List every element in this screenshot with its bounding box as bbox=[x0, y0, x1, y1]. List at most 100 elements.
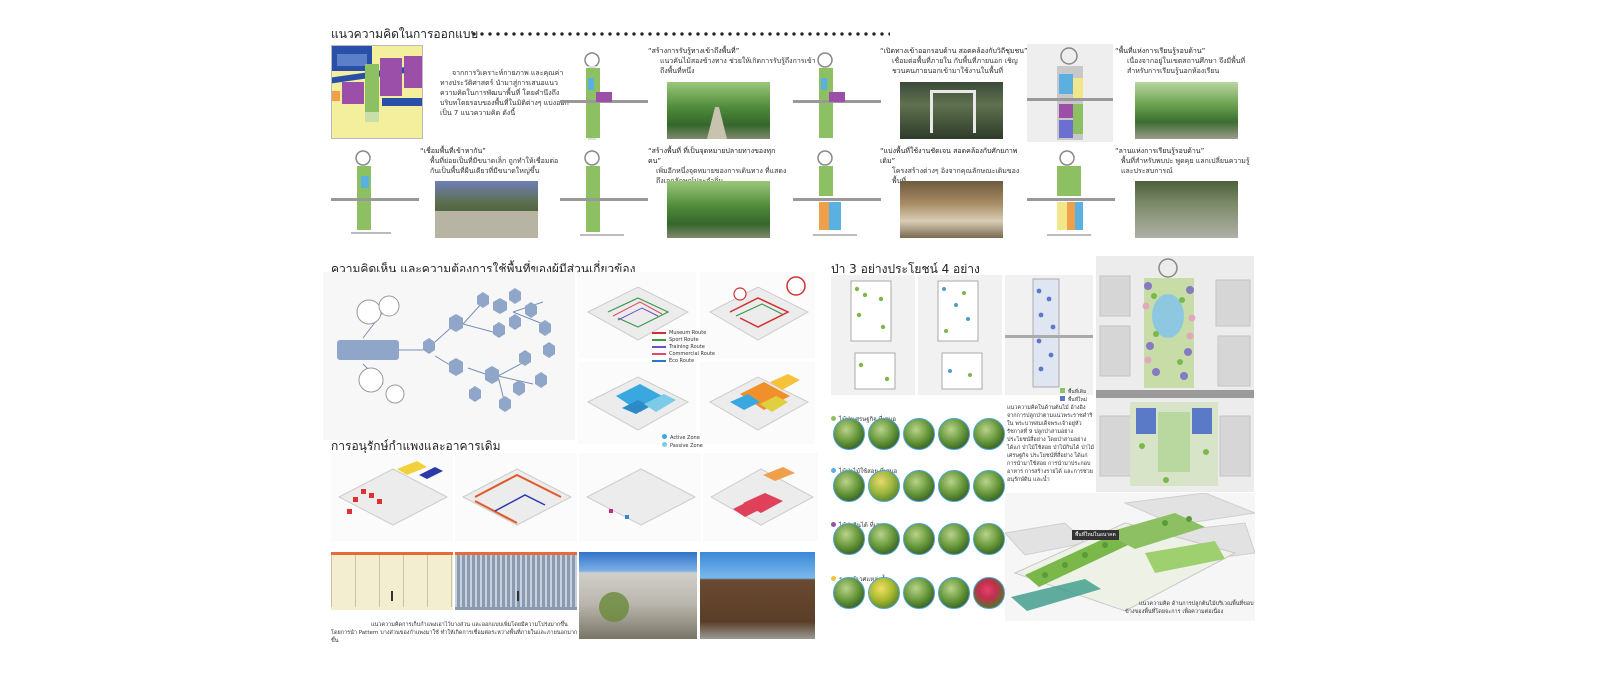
tree-water-1 bbox=[833, 577, 865, 609]
route-map-1 bbox=[578, 272, 696, 358]
intro-text: จากการวิเคราะห์กายภาพ และคุณค่าทางประวัต… bbox=[440, 69, 569, 117]
legend-new: พื้นที่ใหม่ bbox=[1068, 397, 1088, 403]
legend-sport-route: Sport Route bbox=[669, 337, 699, 343]
existing-building-photo bbox=[700, 552, 815, 639]
concept-2-caption: “เปิดทางเข้าออกรอบด้าน สอดคล้องกับวิถีชุ… bbox=[880, 46, 1030, 76]
tree-economic-3 bbox=[903, 418, 935, 450]
forest-category-4: ระบบนิเวศแหล่งน้ำ bbox=[831, 566, 888, 585]
tree-edible-4 bbox=[938, 523, 970, 555]
concept-7-plan bbox=[1027, 150, 1115, 236]
forest-category-4-label: ระบบนิเวศแหล่งน้ำ bbox=[839, 576, 889, 583]
conservation-map-2 bbox=[455, 453, 577, 541]
concept-4-plan bbox=[331, 150, 419, 234]
forest-category-1: ไม้ป่าเศรษฐกิจ ที่เสนอ bbox=[831, 406, 896, 425]
concept-5-photo bbox=[667, 181, 770, 238]
tree-edible-1 bbox=[833, 523, 865, 555]
concept-4-title: “เชื่อมพื้นที่เข้าหากัน” bbox=[420, 147, 486, 155]
concept-2-body: เชื่อมต่อพื้นที่ภายใน กับพื้นที่ภายนอก เ… bbox=[892, 57, 1018, 75]
forest-section-title: ป่า 3 อย่างประโยชน์ 4 อย่าง bbox=[831, 262, 980, 276]
concept-3-title: “พื้นที่แห่งการเรียนรู้รอบด้าน” bbox=[1115, 47, 1206, 55]
tree-edible-2 bbox=[868, 523, 900, 555]
tree-economic-4 bbox=[938, 418, 970, 450]
legend-passive-zone: Passive Zone bbox=[670, 443, 703, 449]
concept-1-caption: “สร้างการรับรู้ทางเข้าถึงพื้นที่” แนวคัน… bbox=[648, 46, 818, 76]
master-plan bbox=[1096, 256, 1254, 492]
concept-6-photo bbox=[900, 181, 1003, 238]
site-context-map bbox=[331, 45, 423, 139]
tree-edible-3 bbox=[903, 523, 935, 555]
forest-plan-1 bbox=[831, 275, 915, 395]
concept-2-photo bbox=[900, 82, 1003, 139]
title-dotted-rule bbox=[470, 31, 890, 37]
tree-economic-2 bbox=[868, 418, 900, 450]
tree-utility-1 bbox=[833, 470, 865, 502]
zone-legend: Active Zone Passive Zone bbox=[662, 434, 703, 450]
legend-museum-route: Museum Route bbox=[669, 330, 707, 336]
route-map-2 bbox=[700, 272, 815, 358]
concept-4-body: พื้นที่ย่อยเป็นที่มีขนาดเล็ก ถูกทำให้เชื… bbox=[430, 157, 559, 175]
concept-4-photo bbox=[435, 181, 538, 238]
concept-6-caption: “แบ่งพื้นที่ใช้งานชัดเจน สอดคล้องกับศักย… bbox=[880, 146, 1030, 186]
aerial-caption: แนวความคิด ด้านการปลูกต้นไม้บริเวณพื้นที… bbox=[1125, 601, 1254, 615]
concept-7-body: พื้นที่สำหรับพบปะ พูดคุย แลกเปลี่ยนความร… bbox=[1121, 157, 1250, 175]
legend-active-zone: Active Zone bbox=[670, 435, 700, 441]
wall-elevation-1 bbox=[331, 552, 453, 610]
concept-2-plan bbox=[793, 52, 881, 138]
forest-category-3: ไม้ป่ากินได้ ที่เสนอ bbox=[831, 512, 887, 531]
stakeholder-mind-map bbox=[323, 272, 575, 440]
forest-category-1-label: ไม้ป่าเศรษฐกิจ ที่เสนอ bbox=[839, 416, 896, 423]
legend-eco-route: Eco Route bbox=[669, 358, 695, 364]
concept-3-caption: “พื้นที่แห่งการเรียนรู้รอบด้าน” เนื่องจา… bbox=[1115, 46, 1250, 76]
conservation-section-title: การอนุรักษ์กำแพงและอาคารเดิม bbox=[331, 439, 501, 453]
aerial-perspective bbox=[1005, 493, 1255, 621]
conservation-map-3 bbox=[579, 453, 701, 541]
forest-text: แนวความคิดในด้านต้นไม้ อ้างอิงจากการปลูก… bbox=[1007, 405, 1095, 483]
concept-7-caption: “ลานแห่งการเรียนรู้รอบด้าน” พื้นที่สำหรั… bbox=[1115, 146, 1255, 176]
map-legend: พื้นที่เดิม พื้นที่ใหม่ bbox=[1060, 388, 1087, 404]
concept-section-title: แนวความคิดในการออกแบบ bbox=[331, 27, 479, 41]
tree-economic-5 bbox=[973, 418, 1005, 450]
legend-commercial-route: Commercial Route bbox=[669, 351, 716, 357]
forest-category-2: ไม้ป่าไม้ใช้สอย ที่เสนอ bbox=[831, 458, 897, 477]
aerial-label: พื้นที่ใหม่ในอนาคต bbox=[1072, 530, 1119, 540]
concept-3-body: เนื่องจากอยู่ในเขตสถานศึกษา จึงมีพื้นที่… bbox=[1127, 57, 1246, 75]
concept-5-title: “สร้างพื้นที่ ที่เป็นจุดหมายปลายทางของทุ… bbox=[648, 147, 776, 165]
existing-wall-photo bbox=[579, 552, 697, 639]
zone-map-2 bbox=[700, 362, 815, 444]
route-legend: Museum Route Sport Route Training Route … bbox=[652, 330, 715, 365]
forest-category-3-label: ไม้ป่ากินได้ ที่เสนอ bbox=[839, 522, 888, 529]
legend-training-route: Training Route bbox=[669, 344, 705, 350]
concept-5-plan bbox=[560, 150, 648, 236]
forest-plan-3 bbox=[1005, 275, 1093, 395]
concept-6-plan bbox=[793, 150, 881, 236]
tree-utility-4 bbox=[938, 470, 970, 502]
concept-1-title: “สร้างการรับรู้ทางเข้าถึงพื้นที่” bbox=[648, 47, 740, 55]
concept-3-photo bbox=[1135, 82, 1238, 139]
forest-category-2-label: ไม้ป่าไม้ใช้สอย ที่เสนอ bbox=[839, 468, 898, 475]
concept-6-title: “แบ่งพื้นที่ใช้งานชัดเจน สอดคล้องกับศักย… bbox=[880, 147, 1018, 165]
concept-4-caption: “เชื่อมพื้นที่เข้าหากัน” พื้นที่ย่อยเป็น… bbox=[420, 146, 560, 176]
concept-7-photo bbox=[1135, 181, 1238, 238]
tree-water-4 bbox=[938, 577, 970, 609]
concept-1-body: แนวคันไม้สองข้างทาง ช่วยให้เกิดการรับรู้… bbox=[660, 57, 816, 75]
conservation-map-4 bbox=[703, 453, 818, 541]
concept-1-photo bbox=[667, 82, 770, 139]
tree-utility-3 bbox=[903, 470, 935, 502]
tree-water-5 bbox=[973, 577, 1005, 609]
conservation-caption: แนวความคิดการเก็บกำแพงเอาไว้บางส่วน และอ… bbox=[331, 622, 578, 644]
tree-utility-5 bbox=[973, 470, 1005, 502]
concept-1-plan bbox=[560, 52, 648, 140]
zone-map-1 bbox=[578, 362, 696, 444]
tree-water-3 bbox=[903, 577, 935, 609]
tree-water-2 bbox=[868, 577, 900, 609]
concept-2-title: “เปิดทางเข้าออกรอบด้าน สอดคล้องกับวิถีชุ… bbox=[880, 47, 1028, 55]
legend-existing: พื้นที่เดิม bbox=[1068, 389, 1087, 395]
tree-edible-5 bbox=[973, 523, 1005, 555]
tree-economic-1 bbox=[833, 418, 865, 450]
concept-3-plan bbox=[1027, 44, 1113, 142]
wall-elevation-2 bbox=[455, 552, 577, 610]
concept-5-caption: “สร้างพื้นที่ ที่เป็นจุดหมายปลายทางของทุ… bbox=[648, 146, 788, 186]
forest-plan-2 bbox=[918, 275, 1002, 395]
concept-6-body: โครงสร้างต่างๆ อิงจากคุณลักษณะเดิมของพื้… bbox=[892, 167, 1020, 185]
conservation-map-1 bbox=[331, 453, 453, 541]
